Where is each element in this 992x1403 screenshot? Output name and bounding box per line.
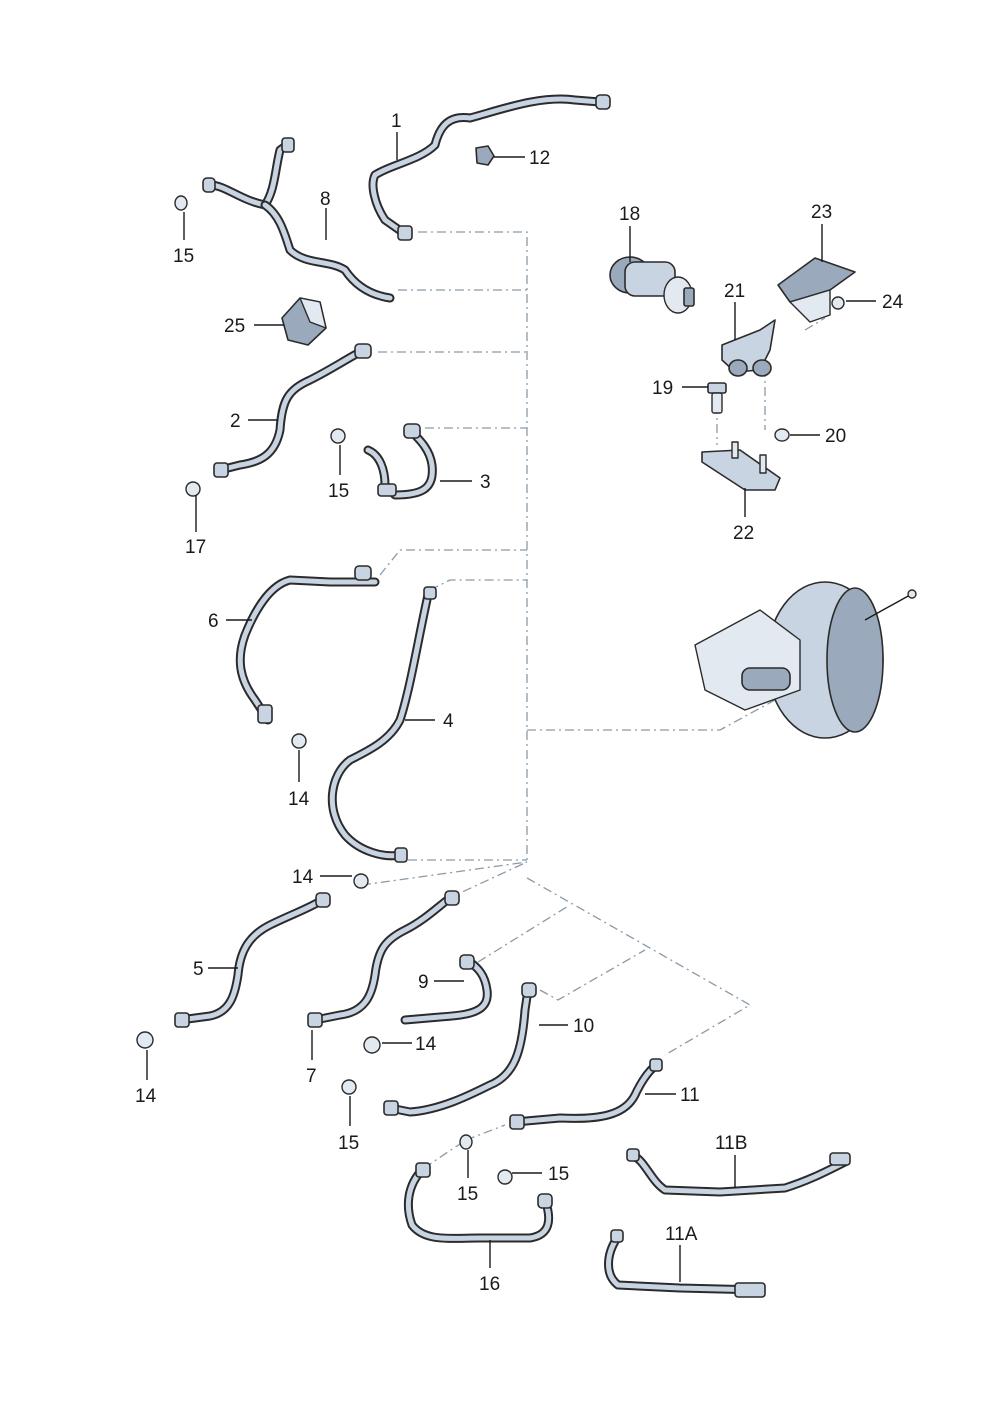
callout-21: 21 [724,281,745,302]
callout-23: 23 [811,202,832,223]
callout-25: 25 [224,316,245,337]
part-23-bracket [777,257,856,323]
callout-3: 3 [480,472,491,493]
callout-6: 6 [208,611,219,632]
part-11b-hose [626,1148,851,1197]
callout-22: 22 [733,523,754,544]
part-20-nut [774,428,790,442]
callout-12: 12 [529,148,550,169]
callout-1: 1 [391,111,402,132]
callout-14-upper: 14 [288,789,310,810]
callout-11b: 11B [715,1133,747,1154]
callout-9: 9 [418,972,429,993]
callout-7: 7 [306,1066,317,1087]
callout-14-right: 14 [415,1034,437,1055]
part-18-pump [609,256,695,314]
part-5-hose [136,873,369,1049]
callout-14-mid: 14 [292,867,314,888]
callout-8: 8 [320,189,331,210]
part-11-hose [509,1058,663,1130]
part-19-bolt [707,382,727,414]
part-7-hose [307,890,460,1028]
part-10-hose [341,982,537,1117]
callout-labels: 1 2 3 4 5 6 7 8 9 10 11 11B 11A 12 14 14… [135,111,904,1295]
callout-4: 4 [443,711,454,732]
callout-15-a: 15 [173,246,194,267]
callout-15-d: 15 [457,1184,478,1205]
callout-16: 16 [479,1274,500,1295]
callout-2: 2 [230,411,241,432]
callout-18: 18 [619,204,640,225]
part-21-lever [721,319,776,377]
part-16-hose [403,1134,554,1243]
callout-10: 10 [573,1016,594,1037]
part-12-clip [475,145,495,166]
reference-lines [344,231,826,1169]
callout-20: 20 [825,426,846,447]
callout-24: 24 [882,292,904,313]
part-3-hose [330,423,437,500]
callout-5: 5 [193,959,204,980]
callout-11a: 11A [665,1224,698,1245]
part-4-hose [327,586,437,863]
callout-19: 19 [652,378,673,399]
callout-15-c: 15 [338,1133,359,1154]
part-25-cover [281,297,327,346]
part-11a-hose [604,1229,766,1298]
part-9-hose [363,954,492,1054]
part-1-hose [368,94,611,241]
callout-14-lower: 14 [135,1086,157,1107]
callout-17: 17 [185,537,206,558]
leader-lines [146,132,876,1282]
part-22-plate [701,441,781,491]
part-8-hose [174,137,395,303]
callout-15-e: 15 [548,1164,569,1185]
part-6-hose [235,565,380,749]
part-2-hose [185,343,372,497]
callout-15-b: 15 [328,481,349,502]
callout-11: 11 [680,1085,700,1106]
brake-booster [694,581,917,739]
